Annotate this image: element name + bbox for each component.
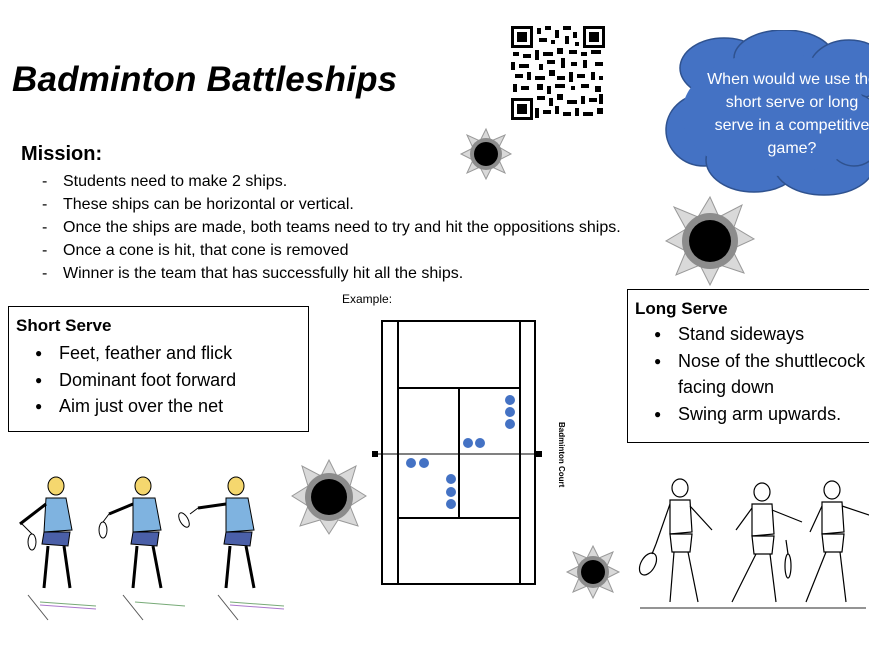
mission-item: Once the ships are made, both teams need…: [40, 216, 621, 239]
short-serve-item: Dominant foot forward: [35, 367, 236, 394]
badminton-court-diagram: [372, 320, 542, 585]
short-serve-illustration: [19, 476, 285, 621]
mission-heading: Mission:: [21, 143, 103, 165]
mission-item: Students need to make 2 ships.: [40, 170, 621, 193]
mission-list: Students need to make 2 ships. These shi…: [40, 170, 621, 285]
long-serve-list: Stand sideways Nose of the shuttlecock f…: [654, 321, 869, 427]
mission-item: Winner is the team that has successfully…: [40, 262, 621, 285]
long-serve-heading: Long Serve: [635, 299, 728, 318]
qr-code: [511, 26, 605, 120]
short-serve-heading: Short Serve: [16, 316, 112, 335]
long-serve-box: Long Serve Stand sideways Nose of the sh…: [627, 289, 869, 443]
long-serve-illustration: [638, 478, 869, 609]
bullet-hole-image: [664, 195, 756, 287]
short-serve-list: Feet, feather and flick Dominant foot fo…: [35, 340, 236, 420]
short-serve-box: Short Serve Feet, feather and flick Domi…: [8, 306, 309, 432]
bullet-hole-image: [459, 127, 513, 181]
court-label: Badminton Court: [557, 422, 566, 488]
mission-item: These ships can be horizontal or vertica…: [40, 193, 621, 216]
bullet-hole-image: [565, 544, 621, 600]
long-serve-item: Stand sideways: [654, 321, 869, 348]
page-title: Badminton Battleships: [12, 60, 398, 99]
long-serve-item: Swing arm upwards.: [654, 401, 869, 428]
example-label: Example:: [342, 292, 393, 306]
short-serve-item: Feet, feather and flick: [35, 340, 236, 367]
short-serve-item: Aim just over the net: [35, 393, 236, 420]
question-cloud: [665, 30, 869, 196]
bullet-hole-image: [291, 458, 367, 535]
question-text: When would we use the short serve or lon…: [707, 71, 869, 157]
court-label-text: Badminton Court: [557, 422, 566, 488]
mission-item: Once a cone is hit, that cone is removed: [40, 239, 621, 262]
long-serve-item: Nose of the shuttlecock facing down: [654, 348, 869, 401]
